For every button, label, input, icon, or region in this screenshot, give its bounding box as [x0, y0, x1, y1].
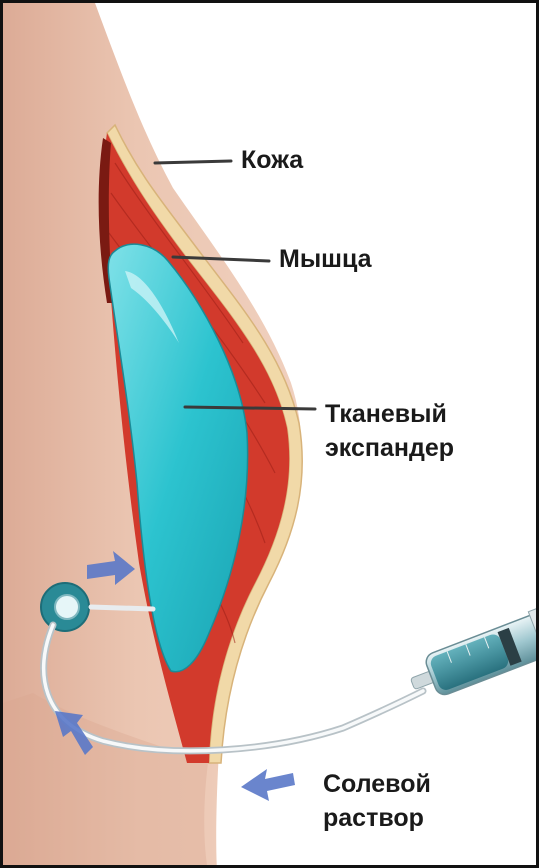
fill-line	[91, 607, 153, 609]
tissue-expander-illustration	[3, 3, 539, 868]
label-skin: Кожа	[241, 143, 303, 177]
flow-arrow-saline	[241, 769, 295, 801]
label-muscle-text: Мышца	[279, 242, 372, 276]
label-tissue-expander: Тканевый экспандер	[325, 397, 454, 465]
label-expander-line2: экспандер	[325, 431, 454, 465]
injection-port-inner	[55, 595, 79, 619]
label-saline-line1: Солевой	[323, 767, 431, 801]
label-saline-line2: раствор	[323, 801, 431, 835]
label-muscle: Мышца	[279, 242, 372, 276]
label-skin-text: Кожа	[241, 143, 303, 177]
label-expander-line1: Тканевый	[325, 397, 454, 431]
label-saline: Солевой раствор	[323, 767, 431, 835]
